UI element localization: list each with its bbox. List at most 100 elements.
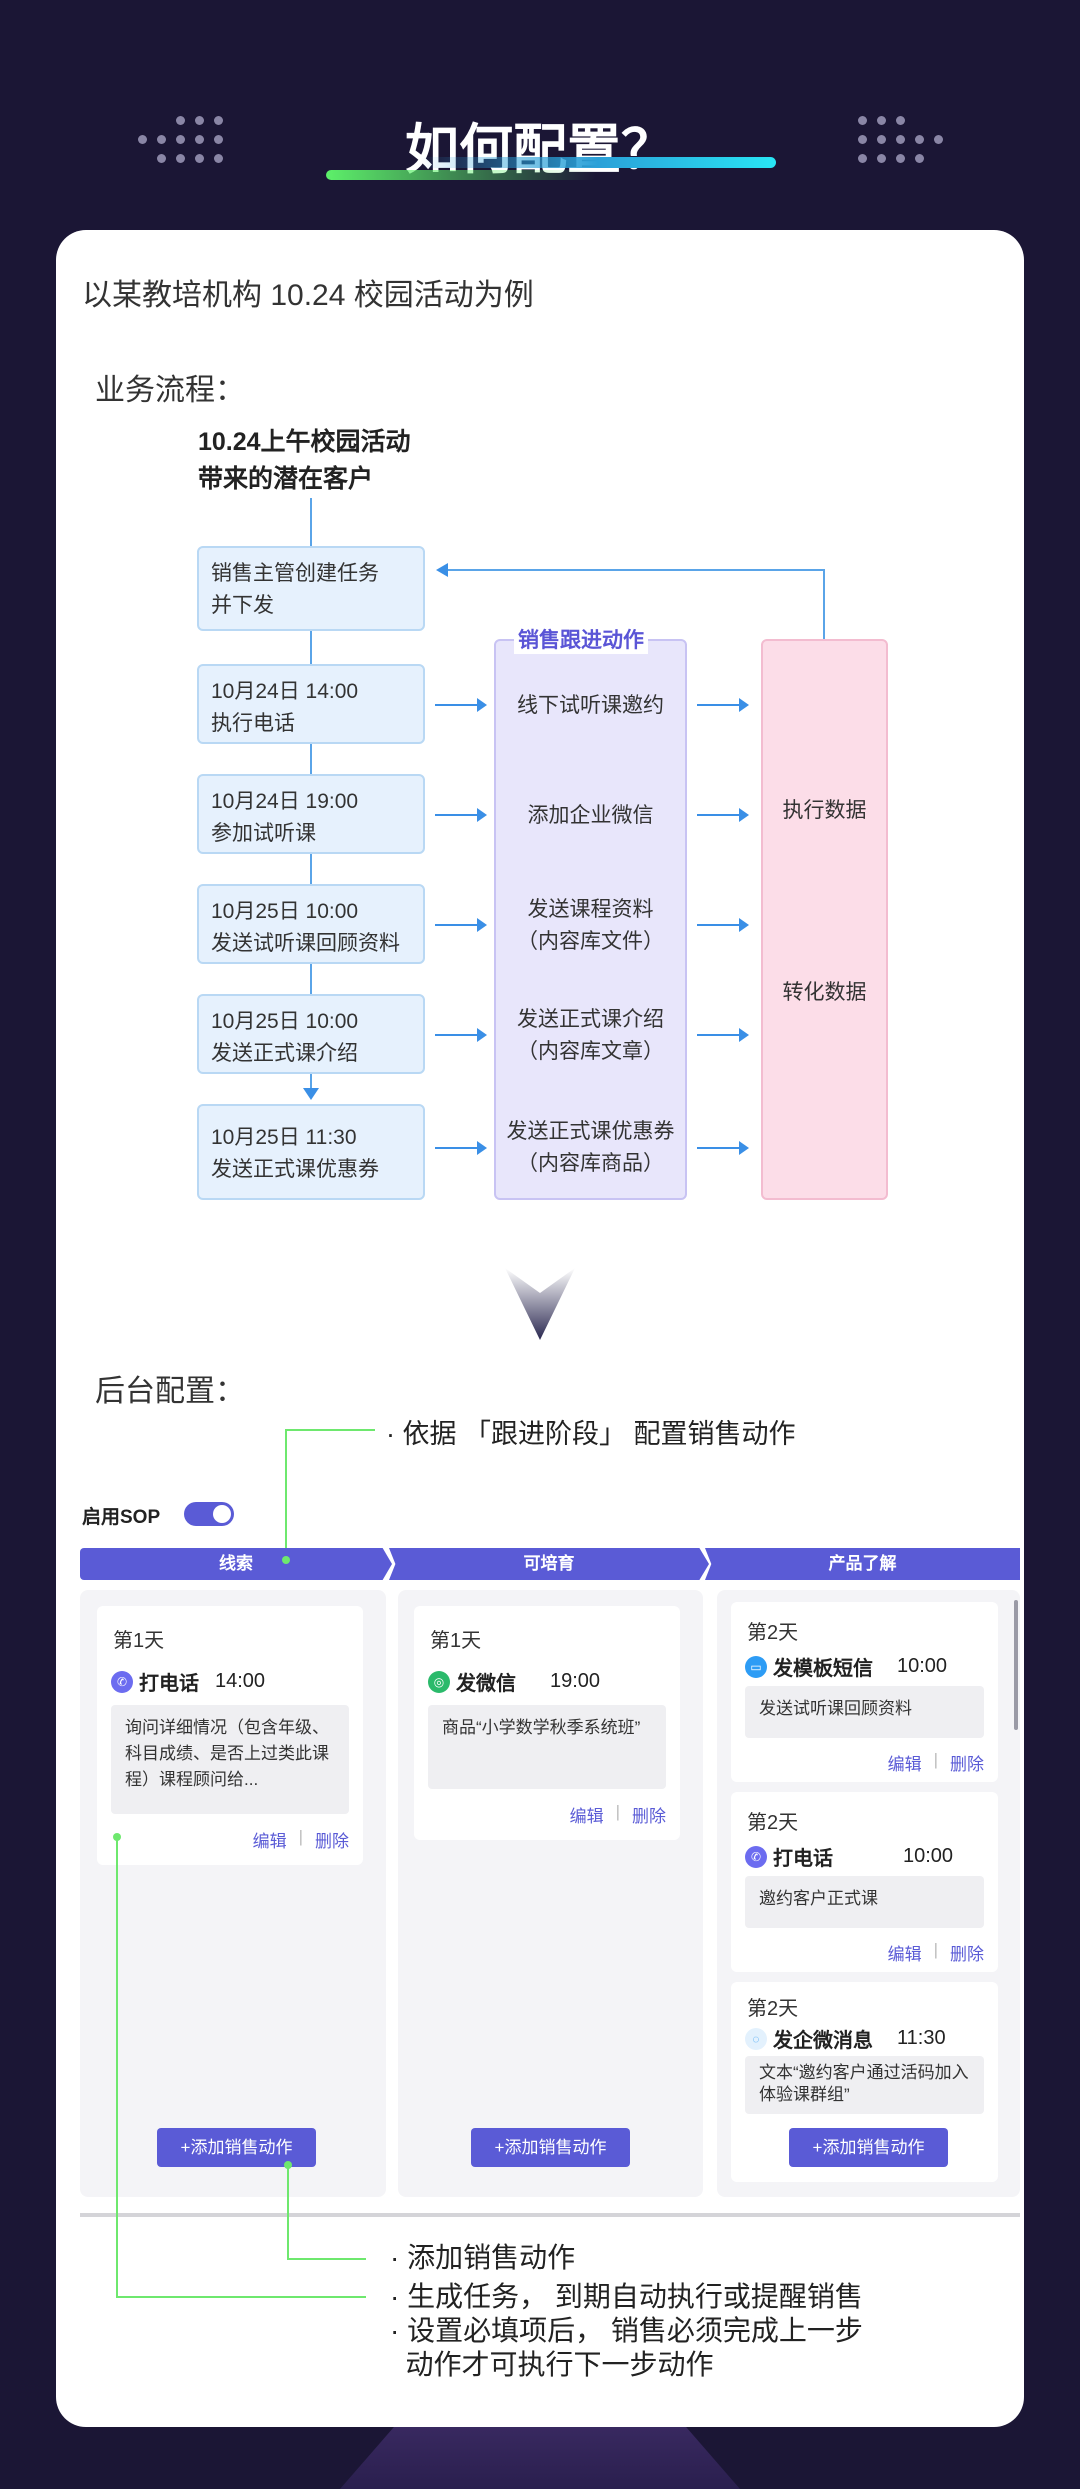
arrow-right-icon <box>697 698 749 712</box>
sop-toggle[interactable] <box>184 1502 234 1526</box>
callout-line <box>285 1429 375 1431</box>
sales-action: 添加企业微信 <box>527 804 654 827</box>
flow-step: 销售主管创建任务并下发 <box>197 546 425 631</box>
callout-line <box>116 2296 366 2298</box>
data-label: 转化数据 <box>782 981 867 1004</box>
card-ops: 编辑|删除 <box>252 1827 349 1851</box>
card-ops: 编辑|删除 <box>887 1940 984 1964</box>
delete-link[interactable]: 删除 <box>950 1755 984 1774</box>
edit-link[interactable]: 编辑 <box>887 1945 922 1964</box>
arrow-right-icon <box>697 808 749 822</box>
wechat-icon: ◎ <box>428 1670 450 1693</box>
add-sales-action-button[interactable]: +添加销售动作 <box>789 2128 948 2167</box>
arrow-right-icon <box>435 918 487 932</box>
sales-action: 发送正式课介绍（内容库文章） <box>517 1008 664 1063</box>
data-label: 执行数据 <box>782 799 867 822</box>
arrow-down-icon <box>303 1088 319 1100</box>
edit-link[interactable]: 编辑 <box>252 1832 287 1851</box>
stage-product-understanding[interactable]: 产品了解 <box>705 1548 1020 1580</box>
action-desc: 文本“邀约客户通过活码加入体验课群组” <box>745 2056 984 2114</box>
day-label: 第2天 <box>747 1622 799 1644</box>
dot-grid-right <box>858 116 943 163</box>
stage-nurturable[interactable]: 可培育 <box>389 1548 709 1580</box>
note-required: · 设置必填项后， 销售必须完成上一步 <box>390 2315 863 2346</box>
callout-stage: · 依据 「跟进阶段」 配置销售动作 <box>386 1419 796 1449</box>
feedback-line <box>823 570 825 639</box>
action-desc: 发送试听课回顾资料 <box>745 1686 984 1738</box>
title-underline-green <box>326 170 596 180</box>
edit-link[interactable]: 编辑 <box>887 1755 922 1774</box>
data-box <box>761 639 888 1200</box>
feedback-line <box>445 569 825 571</box>
arrow-right-icon <box>697 918 749 932</box>
arrow-right-icon <box>697 1141 749 1155</box>
callout-line <box>287 2165 289 2259</box>
delete-link[interactable]: 删除 <box>950 1945 984 1964</box>
callout-line <box>116 1837 118 2298</box>
callout-dot <box>282 1556 290 1564</box>
day-label: 第1天 <box>113 1630 165 1652</box>
chevron-down-icon <box>505 1268 575 1340</box>
delete-link[interactable]: 删除 <box>632 1807 666 1826</box>
sms-icon: ▭ <box>745 1655 767 1678</box>
flow-source-line: 带来的潜在客户 <box>198 465 374 493</box>
callout-line <box>287 2258 366 2260</box>
note-add-action: · 添加销售动作 <box>390 2242 576 2273</box>
note-required-cont: 动作才可执行下一步动作 <box>390 2349 714 2380</box>
day-label: 第2天 <box>747 1998 799 2020</box>
backend-heading: 后台配置： <box>95 1375 245 1408</box>
day-label: 第1天 <box>430 1630 482 1652</box>
arrow-right-icon <box>435 808 487 822</box>
delete-link[interactable]: 删除 <box>315 1832 349 1851</box>
note-generate-task: · 生成任务， 到期自动执行或提醒销售 <box>390 2281 863 2312</box>
action-desc: 询问详细情况（包含年级、科目成绩、是否上过类此课程）课程顾问给... <box>111 1705 349 1814</box>
dot-grid-left <box>138 116 223 163</box>
wecom-icon: ◌ <box>745 2027 767 2050</box>
divider <box>80 2213 1020 2217</box>
scrollbar[interactable] <box>1014 1600 1018 1730</box>
stage-lead[interactable]: 线索 <box>80 1548 392 1580</box>
intro-text: 以某教培机构 10.24 校园活动为例 <box>82 279 534 312</box>
card-ops: 编辑|删除 <box>569 1802 666 1826</box>
sales-action: 发送正式课优惠券（内容库商品） <box>506 1120 675 1175</box>
title-underline-cyan <box>420 157 776 168</box>
flow-heading: 业务流程： <box>95 374 245 407</box>
background-glow <box>340 2420 740 2489</box>
phone-icon: ✆ <box>745 1845 767 1868</box>
flow-source-line: 10.24上午校园活动 <box>198 428 411 456</box>
action-desc: 商品“小学数学秋季系统班” <box>428 1705 666 1789</box>
arrow-left-icon <box>436 563 448 577</box>
callout-line <box>285 1429 287 1559</box>
flow-source: 10.24上午校园活动 带来的潜在客户 <box>198 424 411 498</box>
sop-label: 启用SOP <box>82 1507 161 1528</box>
edit-link[interactable]: 编辑 <box>569 1807 604 1826</box>
phone-icon: ✆ <box>111 1670 133 1693</box>
sales-action: 线下试听课邀约 <box>517 694 664 717</box>
sales-actions-title: 销售跟进动作 <box>514 624 648 654</box>
arrow-right-icon <box>697 1028 749 1042</box>
action-desc: 邀约客户正式课 <box>745 1876 984 1928</box>
day-label: 第2天 <box>747 1812 799 1834</box>
arrow-right-icon <box>435 1028 487 1042</box>
add-sales-action-button[interactable]: +添加销售动作 <box>157 2128 316 2167</box>
card-ops: 编辑|删除 <box>887 1750 984 1774</box>
sales-action: 发送课程资料（内容库文件） <box>517 898 664 953</box>
add-sales-action-button[interactable]: +添加销售动作 <box>471 2128 630 2167</box>
arrow-right-icon <box>435 698 487 712</box>
